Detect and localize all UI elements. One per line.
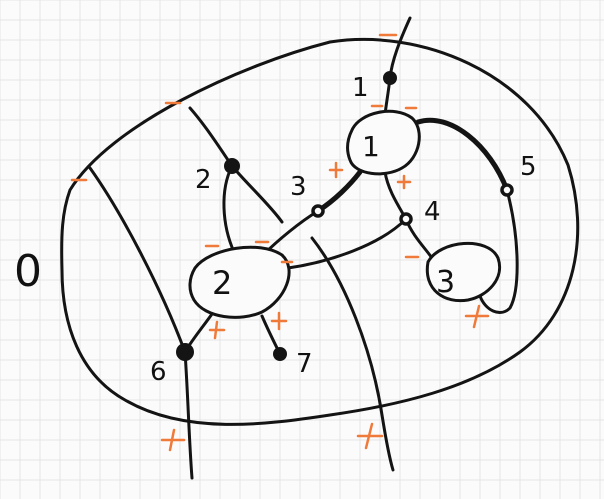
vertex-7-label: 7	[296, 349, 313, 379]
vertex-5-label: 5	[520, 152, 537, 182]
plus-mark	[464, 304, 490, 329]
sign-marks	[70, 33, 490, 452]
region-label: 0	[14, 246, 42, 297]
outer-boundary	[60, 37, 580, 426]
node-3: 3	[425, 242, 501, 303]
vertex-1-dot	[383, 71, 397, 85]
vertex-2-dot	[224, 158, 240, 174]
vertex-2-label: 2	[195, 165, 212, 195]
strand-vertex-6-down	[183, 350, 194, 480]
plus-mark	[208, 320, 226, 340]
plus-mark	[160, 428, 186, 452]
vertex-4-dot	[399, 212, 413, 226]
plus-mark	[270, 311, 288, 331]
plus-mark	[356, 422, 384, 450]
edge-vertex-2-to-node-2	[222, 164, 236, 254]
strand-center-down	[310, 236, 395, 472]
strand-left-to-vertex-6	[88, 166, 187, 354]
vertex-6-dot	[176, 343, 194, 361]
vertex-3-label: 3	[290, 172, 307, 202]
plus-mark	[396, 174, 412, 190]
edge-node-1-to-vertex-5	[415, 117, 510, 193]
vertex-7-dot	[273, 347, 287, 361]
vertex-4-label: 4	[424, 197, 441, 227]
node-2: 2	[188, 245, 291, 319]
node-1-label: 1	[362, 130, 380, 163]
plus-mark	[328, 161, 344, 179]
vertex-3-dot	[311, 204, 325, 218]
vertex-6-label: 6	[150, 357, 167, 387]
node-2-label: 2	[212, 264, 232, 302]
strand-upper-left-to-vertex-2	[188, 106, 234, 168]
vertex-5-dot	[500, 183, 514, 197]
edge-vertex-5-to-node-3	[478, 188, 519, 314]
edge-node-2-to-vertex-4	[286, 217, 408, 270]
node-3-label: 3	[436, 265, 455, 300]
vertex-1-label: 1	[352, 73, 369, 103]
edge-node-1-to-vertex-3	[315, 169, 363, 214]
node-1: 1	[346, 109, 421, 176]
